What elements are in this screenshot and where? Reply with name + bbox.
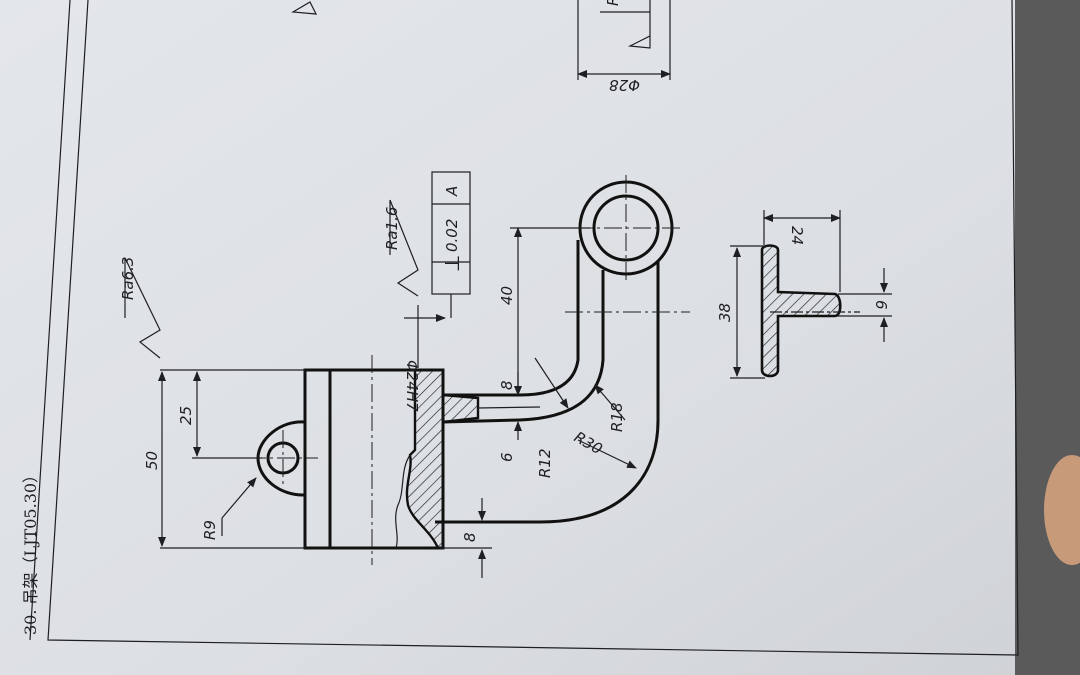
- leader-r9: [221, 477, 257, 519]
- arm-flange-edge: [442, 270, 605, 424]
- leader-r12: [534, 357, 569, 409]
- dim-25: 25: [177, 406, 195, 425]
- leader-r30: [577, 439, 637, 469]
- dim-r9: R9: [201, 520, 219, 540]
- finger: [1044, 455, 1080, 565]
- arm-web-line: [477, 406, 541, 409]
- tolerance-datum: A: [443, 186, 461, 197]
- dim-50: 50: [143, 451, 161, 470]
- frame-top-band: [29, 0, 71, 641]
- arm-outer-edge: [435, 262, 660, 524]
- drawing-title: 30. 吊架（LJT05.30）: [21, 467, 40, 635]
- dim-8-bottom: 8: [461, 532, 479, 542]
- drawing-frame: [47, 0, 1019, 656]
- roughness-ra63: Ra6.3: [119, 257, 137, 300]
- dim-r12: R12: [536, 448, 554, 478]
- roughness-symbol-ra63: [124, 257, 161, 359]
- t-section-hatch: [760, 244, 842, 378]
- paper-page: [0, 0, 1032, 675]
- break-line: [395, 454, 411, 549]
- tolerance-symbol: ⊥: [440, 255, 464, 272]
- dim-24: 24: [788, 226, 806, 245]
- dim-40: 40: [498, 286, 516, 305]
- dim-r18: R18: [608, 402, 626, 432]
- roughness-symbol-ra16: [389, 199, 419, 297]
- roughness-partial: R: [604, 0, 622, 6]
- arm-upper-edge: [443, 240, 580, 397]
- dim-8-mid: 8: [498, 380, 516, 390]
- dim-phi24h7: Φ24H7: [403, 360, 421, 412]
- tolerance-value: 0.02: [443, 219, 461, 252]
- page-edge-shadow: [1015, 0, 1080, 675]
- roughness-symbol-partial: [627, 0, 651, 49]
- roughness-symbol-top: [291, 1, 318, 15]
- dim-6-section: 6: [872, 300, 890, 310]
- roughness-ra16: Ra1.6: [383, 207, 401, 250]
- dim-phi28: Φ28: [609, 76, 640, 94]
- leader-r18: [594, 384, 626, 421]
- dim-38: 38: [716, 303, 734, 322]
- dim-6: 6: [498, 452, 516, 462]
